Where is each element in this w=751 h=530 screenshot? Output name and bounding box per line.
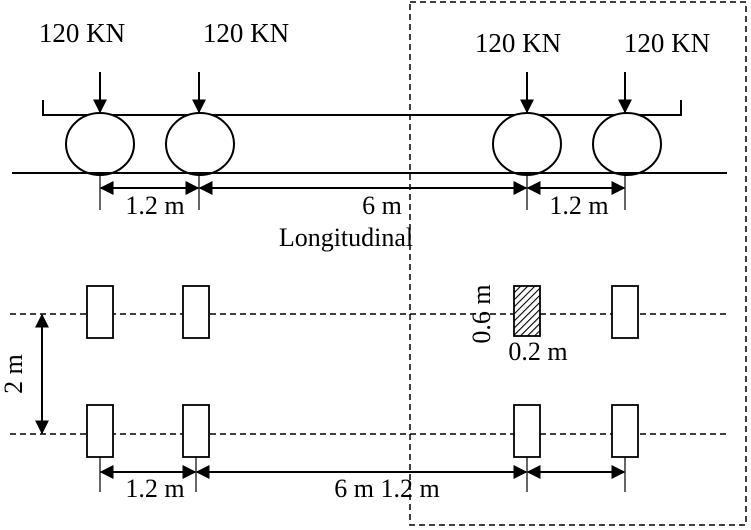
- tyre-contact-area: [182, 404, 210, 458]
- tyre-contact-area: [611, 285, 639, 339]
- effective-area-box: [409, 1, 747, 526]
- spacing-label-2: 6 m: [362, 191, 402, 220]
- wheel-1: [65, 112, 135, 176]
- tyre-contact-area: [611, 404, 639, 458]
- spacing-label-3: 1.2 m: [549, 191, 608, 220]
- elevation-caption: Longitudinal: [279, 223, 413, 252]
- vehicle-chassis: [42, 100, 682, 116]
- tyre-contact-area: [182, 285, 210, 339]
- plan-spacing-label-1: 1.2 m: [125, 474, 184, 503]
- plan-view: 0.6 m 0.2 m 2 m 1.2 m 6 m 1.2 m: [0, 284, 730, 503]
- load-label-4: 120 KN: [624, 28, 710, 58]
- elevation-view: 120 KN 120 KN 120 KN 120 KN 1.2 m 6 m 1.…: [12, 18, 727, 252]
- hatched-tyre-contact-area: [513, 285, 541, 337]
- tyre-height-label: 0.6 m: [467, 284, 496, 343]
- wheel-2: [165, 112, 235, 176]
- plan-spacing-label-2: 6 m 1.2 m: [334, 474, 439, 503]
- tyre-width-label: 0.2 m: [508, 337, 567, 366]
- load-label-1: 120 KN: [39, 18, 125, 48]
- tyre-contact-area: [86, 285, 114, 339]
- track-width-label: 2 m: [0, 354, 28, 394]
- wheel-4: [592, 112, 662, 176]
- load-label-3: 120 KN: [475, 28, 561, 58]
- spacing-label-1: 1.2 m: [125, 191, 184, 220]
- load-label-2: 120 KN: [203, 18, 289, 48]
- wheel-3: [492, 112, 562, 176]
- tyre-contact-area: [86, 404, 114, 458]
- tyre-contact-area: [513, 404, 541, 458]
